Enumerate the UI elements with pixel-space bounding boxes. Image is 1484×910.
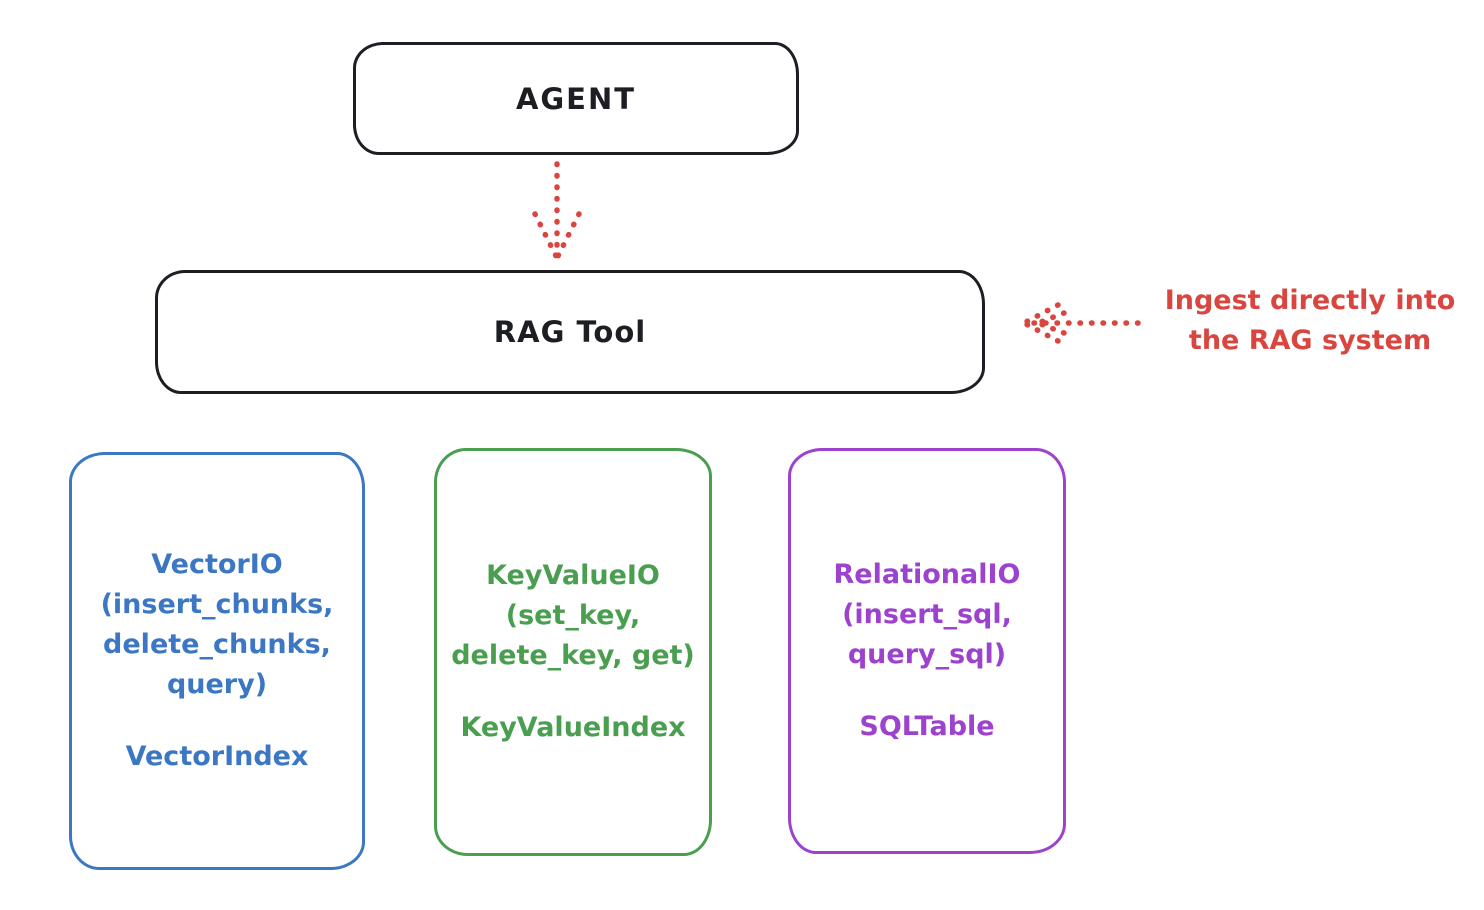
store-text-line: KeyValueIO [486,560,660,591]
store-text-line: query) [166,669,268,700]
keyvalue-io-text: KeyValueIO (set_key, delete_key, get) [451,556,695,676]
dotted-left-arrow-icon [1021,302,1141,344]
ingest-annotation: Ingest directly into the RAG system [1148,281,1472,361]
rag-tool-label: RAG Tool [493,315,647,349]
store-text-line: (insert_sql, [842,599,1012,630]
store-text-line: VectorIO [151,549,283,580]
store-text-line: RelationalIO [833,559,1021,590]
store-text-line: (insert_chunks, [100,589,334,620]
store-text-line: (set_key, [505,600,641,631]
store-text-line: delete_chunks, [103,629,331,660]
ingest-annotation-line2: the RAG system [1188,325,1432,356]
rag-tool-node: RAG Tool [155,270,985,394]
store-text-line: query_sql) [847,639,1007,670]
dotted-down-arrow-icon [532,161,582,261]
keyvalue-index-label: KeyValueIndex [460,712,686,743]
vector-io-text: VectorIO (insert_chunks, delete_chunks, … [101,545,334,705]
relational-io-node: RelationalIO (insert_sql, query_sql) SQL… [788,448,1066,854]
ingest-annotation-line1: Ingest directly into [1164,285,1456,316]
vector-index-label: VectorIndex [125,741,309,772]
keyvalue-io-node: KeyValueIO (set_key, delete_key, get) Ke… [434,448,712,856]
sql-table-label: SQLTable [859,711,995,742]
relational-io-text: RelationalIO (insert_sql, query_sql) [834,555,1021,675]
agent-node: AGENT [353,42,799,155]
vector-io-node: VectorIO (insert_chunks, delete_chunks, … [69,452,365,870]
store-text-line: delete_key, get) [451,640,695,671]
agent-label: AGENT [515,81,637,116]
